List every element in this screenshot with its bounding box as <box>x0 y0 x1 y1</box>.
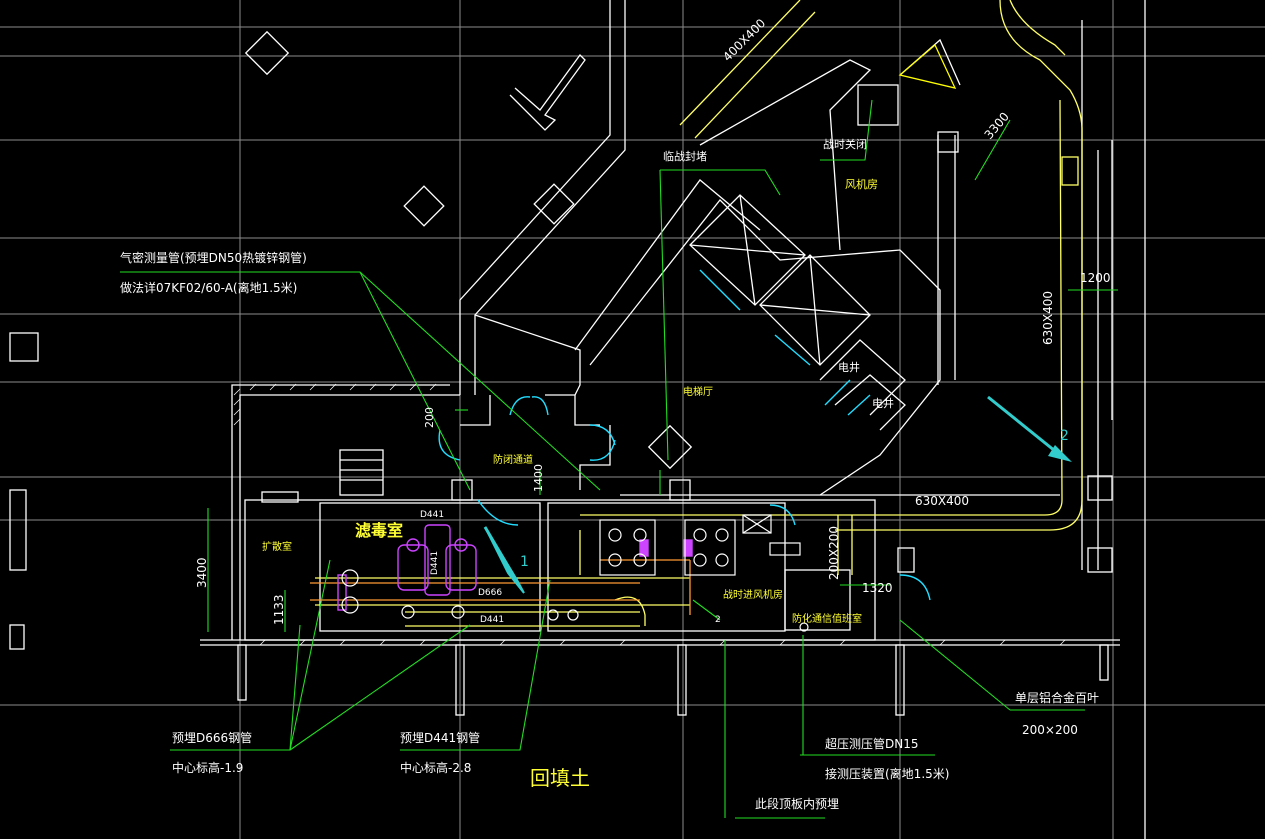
dim-3300: 3300 <box>982 110 1012 142</box>
louver-label-2: 200×200 <box>1022 723 1078 737</box>
embed-666-label-2: 中心标高-1.9 <box>172 760 243 775</box>
overpressure-label-2: 接测压装置(离地1.5米) <box>825 766 949 781</box>
doors <box>438 269 931 601</box>
arrow-2-label: 2 <box>1060 428 1069 444</box>
pipe-d666: D666 <box>478 588 502 598</box>
point-2-label: 2 <box>715 615 721 625</box>
expansion-room-label: 扩散室 <box>262 540 292 553</box>
pipe-d441-mid: D441 <box>430 551 440 575</box>
wartime-close-label: 战时关闭 <box>823 137 867 151</box>
dim-630x400-right: 630X400 <box>1041 291 1055 345</box>
backfill-label: 回填土 <box>530 766 590 790</box>
gas-monitor-room-label: 防化通信值班室 <box>792 612 862 625</box>
gas-pipe-label-2: 做法详07KF02/60-A(离地1.5米) <box>120 280 297 295</box>
overpressure-label-1: 超压测压管DN15 <box>825 736 919 751</box>
dim-630x400-bottom: 630X400 <box>915 494 969 508</box>
arrow-1-label: 1 <box>520 554 529 570</box>
dim-1133: 1133 <box>272 594 286 625</box>
louver-label-1: 单层铝合金百叶 <box>1015 690 1099 705</box>
airlock-passage-label: 防闭通道 <box>493 453 533 466</box>
dim-200x200: 200X200 <box>827 526 841 580</box>
ceiling-embed-label: 此段顶板内预埋 <box>755 796 839 811</box>
wartime-fan-room-label: 战时进风机房 <box>723 588 783 601</box>
shaft-2-label: 电井 <box>872 396 894 410</box>
dim-1400: 1400 <box>532 464 545 492</box>
temporary-block-label: 临战封堵 <box>663 149 707 163</box>
airflow-arrows <box>483 395 1072 594</box>
pipe-d441-top: D441 <box>420 510 444 520</box>
orange-ducts <box>310 559 691 615</box>
embed-441-label-1: 预埋D441钢管 <box>400 730 480 745</box>
dim-200: 200 <box>423 407 436 428</box>
labels: 气密测量管(预埋DN50热镀锌钢管) 做法详07KF02/60-A(离地1.5米… <box>120 16 1111 811</box>
wall-hatch <box>233 383 1066 646</box>
elevator-hall-label: 电梯厅 <box>683 385 713 398</box>
walls <box>9 0 1146 839</box>
dim-1320: 1320 <box>862 581 893 595</box>
ducts <box>315 0 1083 627</box>
embed-666-label-1: 预埋D666钢管 <box>172 730 252 745</box>
fan-room-label: 风机房 <box>845 177 878 191</box>
dim-1200: 1200 <box>1080 271 1111 285</box>
gas-pipe-label-1: 气密测量管(预埋DN50热镀锌钢管) <box>120 250 307 265</box>
filter-room-label: 滤毒室 <box>355 521 403 540</box>
dim-3400: 3400 <box>195 557 209 588</box>
fan-units <box>341 514 809 632</box>
leader-lines <box>120 99 1118 819</box>
shaft-1-label: 电井 <box>838 360 860 374</box>
filter-equipment <box>337 524 693 611</box>
embed-441-label-2: 中心标高-2.8 <box>400 760 471 775</box>
pipe-d441-bot: D441 <box>480 615 504 625</box>
